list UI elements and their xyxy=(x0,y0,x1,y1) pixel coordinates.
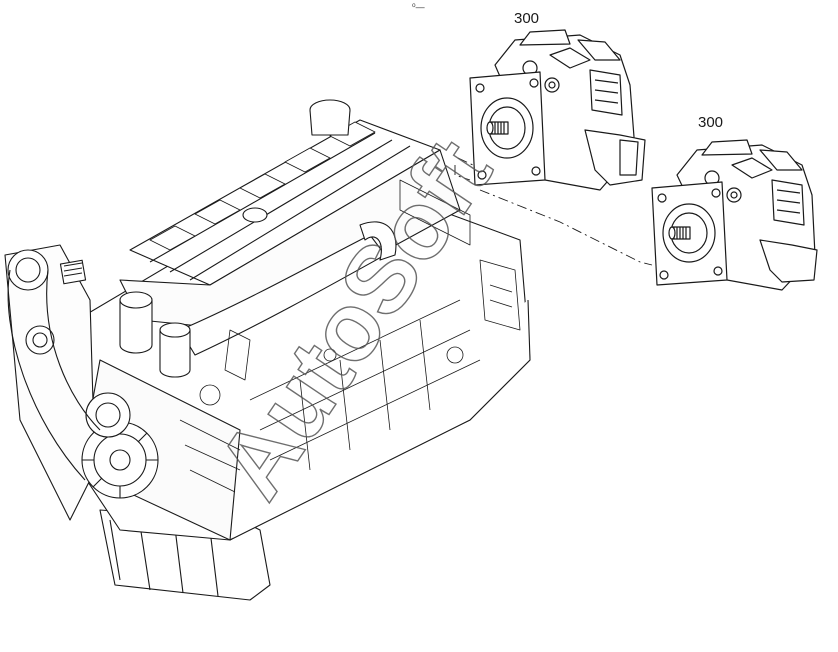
corner-mark: ⁰— xyxy=(412,2,425,12)
callout-label: 300 xyxy=(514,10,539,27)
hydraulic-pump-drawing xyxy=(651,139,818,291)
engine-drawing xyxy=(4,99,531,601)
hydraulic-pump-drawing xyxy=(469,29,646,191)
callout-label: 300 xyxy=(698,114,723,131)
